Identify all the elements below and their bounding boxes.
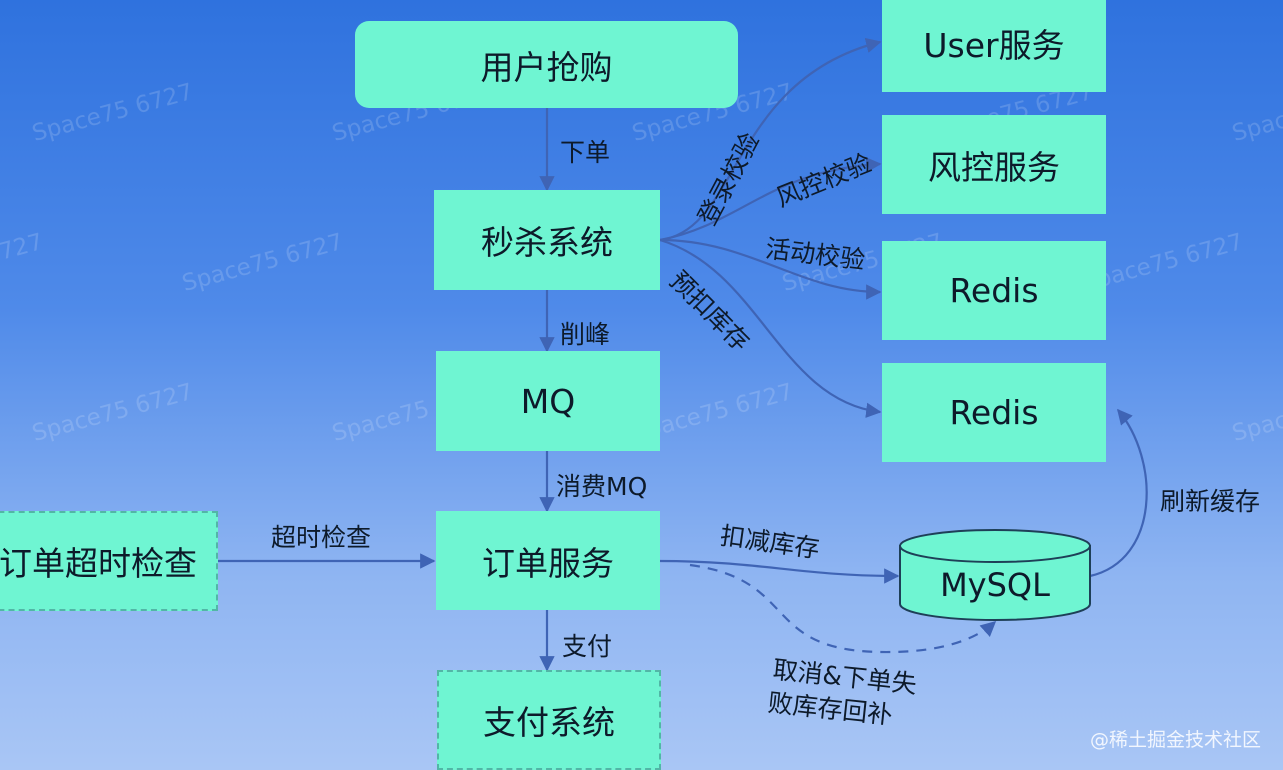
order-timeout-check-node: 订单超时检查 bbox=[0, 511, 218, 611]
payment-system-label: 支付系统 bbox=[483, 703, 615, 742]
arrow-activity-check bbox=[659, 238, 882, 300]
redis-label-2: Redis bbox=[949, 393, 1039, 432]
seckill-system-node: 秒杀系统 bbox=[434, 190, 660, 290]
timeout-check-label: 超时检查 bbox=[271, 523, 372, 552]
user-purchase-label: 用户抢购 bbox=[480, 47, 613, 87]
peak-shaving-label: 削峰 bbox=[560, 320, 611, 349]
arrow-risk-check bbox=[659, 157, 882, 242]
footer-watermark: @稀土掘金技术社区 bbox=[1089, 729, 1261, 751]
place-order-label: 下单 bbox=[560, 138, 611, 167]
risk-service-node: 风控服务 bbox=[882, 115, 1106, 214]
pay-label: 支付 bbox=[562, 632, 613, 661]
mysql-label: MySQL bbox=[940, 566, 1050, 604]
payment-system-node: 支付系统 bbox=[437, 670, 661, 770]
user-service-label: User服务 bbox=[923, 26, 1065, 65]
mq-label: MQ bbox=[520, 381, 576, 421]
order-timeout-check-label: 订单超时检查 bbox=[0, 544, 197, 583]
redis-label-1: Redis bbox=[949, 271, 1039, 310]
user-purchase-node: 用户抢购 bbox=[355, 21, 738, 108]
arrow-stock-rollback bbox=[689, 563, 997, 654]
mysql-cylinder-icon bbox=[899, 529, 1091, 621]
consume-mq-label: 消费MQ bbox=[556, 472, 648, 501]
order-service-label: 订单服务 bbox=[482, 543, 614, 583]
arrow-refresh-cache bbox=[1089, 408, 1148, 578]
arrow-login-check bbox=[659, 37, 882, 242]
refresh-cache-label: 刷新缓存 bbox=[1160, 487, 1261, 516]
seckill-system-label: 秒杀系统 bbox=[481, 223, 613, 262]
user-service-node: User服务 bbox=[882, 0, 1106, 92]
redis-node-2: Redis bbox=[882, 363, 1106, 462]
mq-node: MQ bbox=[436, 351, 660, 451]
risk-service-label: 风控服务 bbox=[928, 147, 1060, 187]
arrow-deduct-stock bbox=[659, 559, 900, 584]
redis-node-1: Redis bbox=[882, 241, 1106, 340]
order-service-node: 订单服务 bbox=[436, 511, 660, 610]
arrow-pre-deduct-stock bbox=[659, 238, 882, 418]
